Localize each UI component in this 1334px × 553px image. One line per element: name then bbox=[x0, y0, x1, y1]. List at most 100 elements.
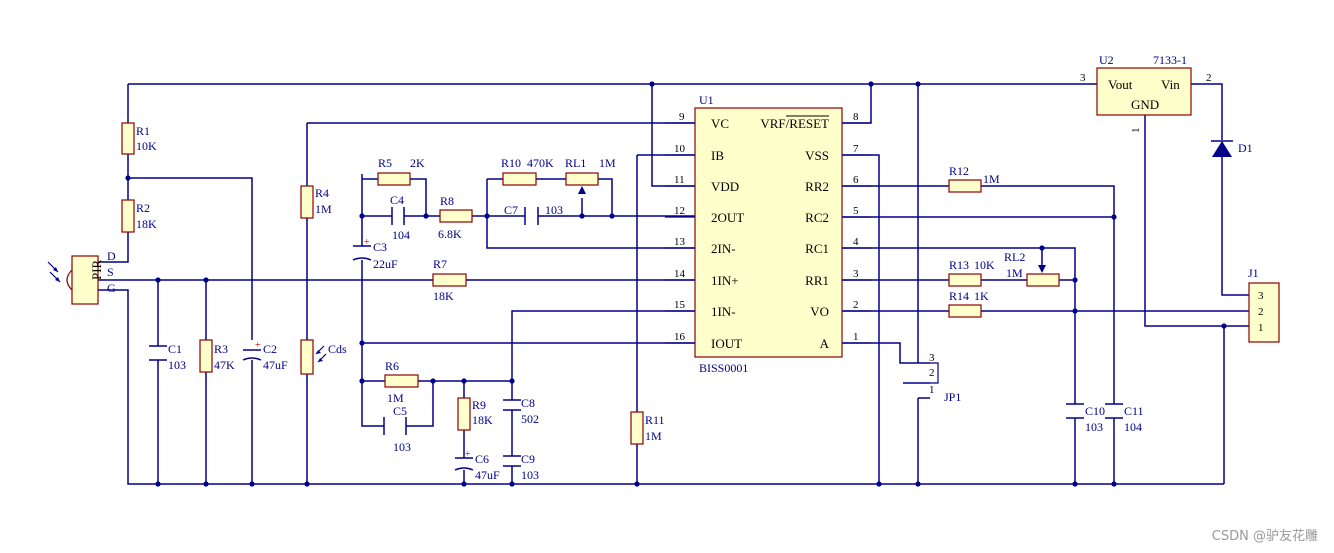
diode-symbol bbox=[1212, 141, 1232, 157]
regulator-pin-vout: 3 bbox=[1080, 72, 1086, 84]
pin-num: 10 bbox=[674, 143, 686, 155]
wiper-arrow-icon bbox=[1038, 265, 1046, 273]
label-ref: C3 bbox=[373, 240, 387, 254]
polarity-mark: + bbox=[364, 237, 370, 248]
pin-num: 4 bbox=[853, 236, 859, 248]
light-arrows-icon bbox=[315, 345, 327, 363]
label-value: 103 bbox=[521, 468, 539, 482]
polarity-mark: + bbox=[255, 340, 261, 351]
label-value: 18K bbox=[136, 217, 157, 231]
pin-num: 7 bbox=[853, 143, 859, 155]
pir-pin-g: G bbox=[107, 281, 116, 295]
resistor-r12 bbox=[948, 179, 982, 193]
label-ref: C8 bbox=[521, 396, 535, 410]
potentiometer-rl1 bbox=[565, 172, 599, 186]
label-ref: R3 bbox=[214, 342, 228, 356]
pin-name: 2OUT bbox=[711, 210, 744, 225]
regulator-7133: U2 7133-1 Vout Vin GND 3 2 1 bbox=[1080, 53, 1212, 133]
label-value: 1K bbox=[974, 289, 989, 303]
jumper-pin: 3 bbox=[929, 352, 935, 364]
label-ref: R7 bbox=[433, 257, 447, 271]
pin-num: 16 bbox=[674, 331, 686, 343]
label-ref: C4 bbox=[390, 193, 404, 207]
label-ref: C2 bbox=[263, 342, 277, 356]
diode-ref: D1 bbox=[1238, 141, 1253, 155]
label-ref: R12 bbox=[949, 164, 969, 178]
label-value: 1M bbox=[315, 202, 332, 216]
label-value: 1M bbox=[645, 429, 662, 443]
jumper-pin: 2 bbox=[929, 367, 935, 379]
label-ref: C11 bbox=[1124, 404, 1144, 418]
label-value: 18K bbox=[433, 289, 454, 303]
pin-num: 14 bbox=[674, 268, 686, 280]
label-value: 22uF bbox=[373, 257, 398, 271]
label-ref: C6 bbox=[475, 452, 489, 466]
label-value: 103 bbox=[393, 440, 411, 454]
pin-num: 15 bbox=[674, 299, 686, 311]
label-ref: R13 bbox=[949, 258, 969, 272]
connector-ref: J1 bbox=[1248, 266, 1259, 280]
wiper-arrow-icon bbox=[578, 186, 586, 194]
capacitors: + + + bbox=[149, 207, 1123, 471]
light-arrows-icon bbox=[47, 261, 61, 283]
label-ref: Cds bbox=[328, 342, 347, 356]
connector-body bbox=[1248, 282, 1280, 343]
pin-num: 5 bbox=[853, 205, 859, 217]
pir-label: PIR bbox=[89, 259, 104, 280]
label-value: 6.8K bbox=[438, 227, 462, 241]
pin-name: 1IN- bbox=[711, 304, 736, 319]
pin-num: 9 bbox=[679, 111, 685, 123]
watermark: CSDN @驴友花雕 bbox=[1212, 528, 1318, 544]
regulator-body bbox=[1096, 67, 1192, 116]
label-ref: R5 bbox=[378, 156, 392, 170]
label-ref: R9 bbox=[472, 398, 486, 412]
regulator-gnd: GND bbox=[1131, 97, 1159, 112]
label-value: 103 bbox=[168, 358, 186, 372]
resistor-r14 bbox=[948, 304, 982, 318]
label-ref: R2 bbox=[136, 201, 150, 215]
capacitor-c11 bbox=[1105, 403, 1123, 419]
label-value: 18K bbox=[472, 413, 493, 427]
potentiometer-rl2 bbox=[1026, 273, 1060, 287]
label-value: 1M bbox=[599, 156, 616, 170]
pin-name: VC bbox=[711, 116, 729, 131]
resistor-r6 bbox=[384, 374, 419, 388]
pin-name: RR2 bbox=[805, 179, 829, 194]
ic-ref: U1 bbox=[699, 93, 714, 107]
pin-name: 1IN+ bbox=[711, 273, 739, 288]
resistor-r11 bbox=[630, 411, 644, 445]
pin-name: 2IN- bbox=[711, 241, 736, 256]
photoresistor-cds bbox=[300, 339, 314, 375]
pin-num: 12 bbox=[674, 205, 685, 217]
label-ref: R8 bbox=[440, 194, 454, 208]
pin-name: RC2 bbox=[805, 210, 829, 225]
label-value: 47uF bbox=[263, 358, 288, 372]
jumper-jp1: 3 2 1 JP1 bbox=[918, 352, 961, 404]
label-ref: C10 bbox=[1085, 404, 1105, 418]
capacitor-c7 bbox=[524, 207, 539, 225]
regulator-ref: U2 bbox=[1099, 53, 1114, 67]
wires bbox=[98, 83, 1249, 485]
label-ref: R10 bbox=[501, 156, 521, 170]
pir-pin-s: S bbox=[107, 265, 114, 279]
jumper-pin: 1 bbox=[929, 384, 935, 396]
label-value: 2K bbox=[410, 156, 425, 170]
label-value: 104 bbox=[1124, 420, 1142, 434]
regulator-part: 7133-1 bbox=[1153, 53, 1187, 67]
resistor-r8 bbox=[439, 209, 473, 223]
regulator-pin-gnd: 1 bbox=[1130, 128, 1142, 134]
label-ref: R14 bbox=[949, 289, 969, 303]
capacitor-c8 bbox=[503, 399, 521, 411]
pin-num: 6 bbox=[853, 174, 859, 186]
label-ref: C9 bbox=[521, 452, 535, 466]
pin-name: RR1 bbox=[805, 273, 829, 288]
label-value: 47uF bbox=[475, 468, 500, 482]
pir-pin-d: D bbox=[107, 249, 116, 263]
pin-name: RC1 bbox=[805, 241, 829, 256]
ic-biss0001: U1 BISS0001 9 10 11 12 13 14 15 16 VC IB… bbox=[665, 93, 871, 375]
label-value: 1M bbox=[1006, 266, 1023, 280]
label-value: 103 bbox=[1085, 420, 1103, 434]
pin-num: 13 bbox=[674, 236, 686, 248]
